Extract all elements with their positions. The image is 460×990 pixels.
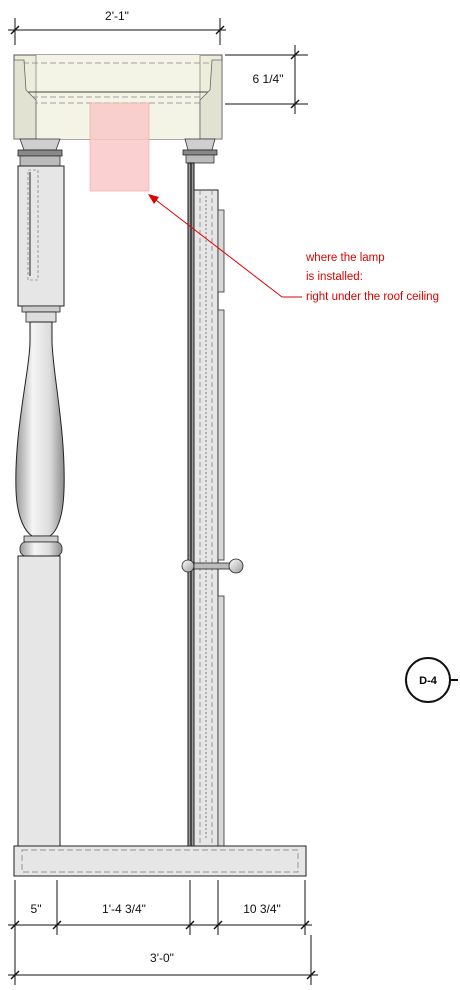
base-slab [13, 845, 307, 877]
dimension-beam-height-label: 6 1/4" [253, 72, 284, 86]
section-tag-label: D-4 [419, 675, 438, 687]
dimension-overall [8, 935, 318, 985]
dimension-left-segment-label: 5" [31, 902, 42, 916]
lamp-annotation-line-2: is installed: [306, 271, 363, 283]
dimension-middle-segment-label: 1'-4 3/4" [102, 902, 146, 916]
right-post [181, 138, 244, 847]
lamp-annotation-line-3: right under the roof ceiling [306, 291, 439, 303]
dimension-top-width-label: 2'-1" [105, 9, 129, 23]
lamp-annotation-leader [148, 194, 302, 298]
dimension-bottom-segments [8, 880, 312, 935]
section-tag [405, 657, 458, 703]
left-post [15, 138, 65, 847]
dimension-top-width [8, 18, 226, 45]
lamp-zone [89, 102, 150, 192]
lamp-annotation-line-1: where the lamp [305, 252, 385, 264]
dimension-right-segment-label: 10 3/4" [243, 902, 281, 916]
dimension-overall-label: 3'-0" [150, 951, 174, 965]
dimension-beam-height [225, 45, 308, 114]
